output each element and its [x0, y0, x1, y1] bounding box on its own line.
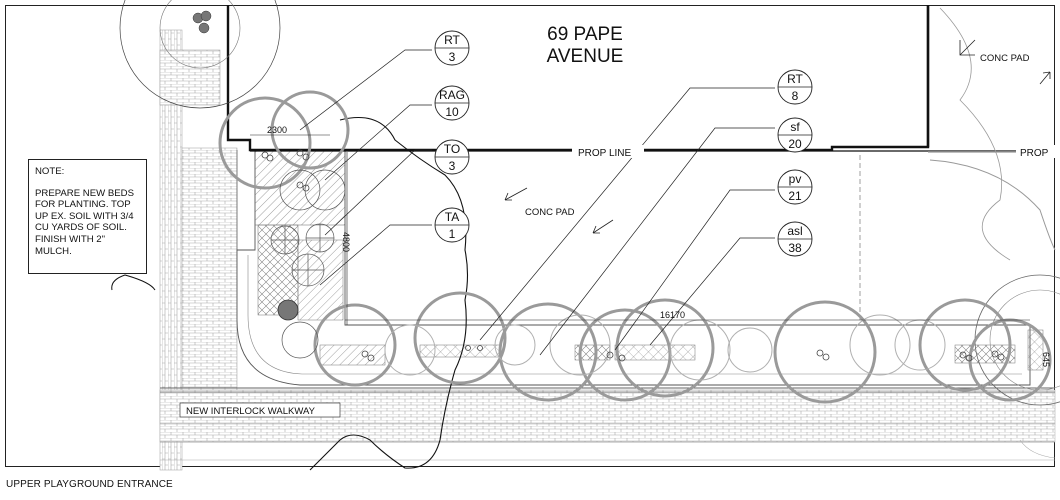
prop-line-label-2: PROP [1020, 148, 1049, 159]
lower-paving-band [159, 423, 1056, 443]
plant-tag-rt-8: RT 8 [777, 69, 813, 105]
plant-tag-code: TA [445, 210, 459, 224]
dimension-16170: 16170 [660, 310, 685, 320]
conc-pad-label-1: CONC PAD [525, 207, 575, 218]
dimension-4800: 4800 [341, 232, 351, 252]
upper-left-paving [159, 49, 221, 106]
plant-tag-qty: 8 [792, 89, 799, 103]
dimension-2300: 2300 [267, 125, 287, 135]
plant-tag-to-3: TO 3 [434, 139, 470, 175]
plant-tag-code: asl [787, 224, 802, 238]
plant-tag-sf-20: sf 20 [777, 117, 813, 153]
plant-tag-asl-38: asl 38 [777, 221, 813, 257]
paving-area-left [181, 147, 238, 399]
plant-tag-rt-3: RT 3 [434, 30, 470, 66]
plant-tag-code: RAG [439, 88, 465, 102]
conc-pad-label-2: CONC PAD [980, 53, 1030, 64]
building-name-line2: AVENUE [547, 46, 624, 67]
plant-tag-qty: 21 [788, 189, 802, 203]
feature-tree-dot [277, 299, 299, 321]
note-box: NOTE: PREPARE NEW BEDS FOR PLANTING. TOP… [28, 159, 147, 274]
building-outline [226, 5, 930, 152]
plant-tag-rag-10: RAG 10 [434, 85, 470, 121]
plant-tag-qty: 20 [788, 137, 802, 151]
prop-line-label: PROP LINE [578, 148, 631, 159]
building-name-line1: 69 PAPE [547, 24, 623, 45]
dimension-645: 645 [1041, 352, 1051, 367]
walkway-label: NEW INTERLOCK WALKWAY [186, 406, 316, 417]
plant-tag-code: RT [444, 33, 460, 47]
plant-tag-qty: 1 [449, 227, 456, 241]
corner-planting-bed [236, 149, 1031, 386]
plant-tag-code: pv [789, 172, 802, 186]
plant-tag-code: sf [790, 120, 800, 134]
plant-tag-pv-21: pv 21 [777, 169, 813, 205]
plant-tag-ta-1: TA 1 [434, 207, 470, 243]
drawing-caption: UPPER PLAYGROUND ENTRANCE [6, 479, 173, 490]
plant-tag-code: RT [787, 72, 803, 86]
plant-tag-qty: 3 [449, 159, 456, 173]
note-title: NOTE: [35, 166, 65, 177]
existing-canopy-outline [309, 116, 469, 471]
plant-tag-qty: 38 [788, 241, 802, 255]
plant-tag-qty: 10 [445, 105, 459, 119]
shrub-symbols [270, 169, 346, 359]
note-text: PREPARE NEW BEDS FOR PLANTING. TOP UP EX… [35, 187, 134, 257]
plant-tag-code: TO [444, 142, 460, 156]
leader-lines [299, 49, 775, 356]
plant-tag-qty: 3 [449, 50, 456, 64]
drawing-frame [5, 5, 1055, 467]
